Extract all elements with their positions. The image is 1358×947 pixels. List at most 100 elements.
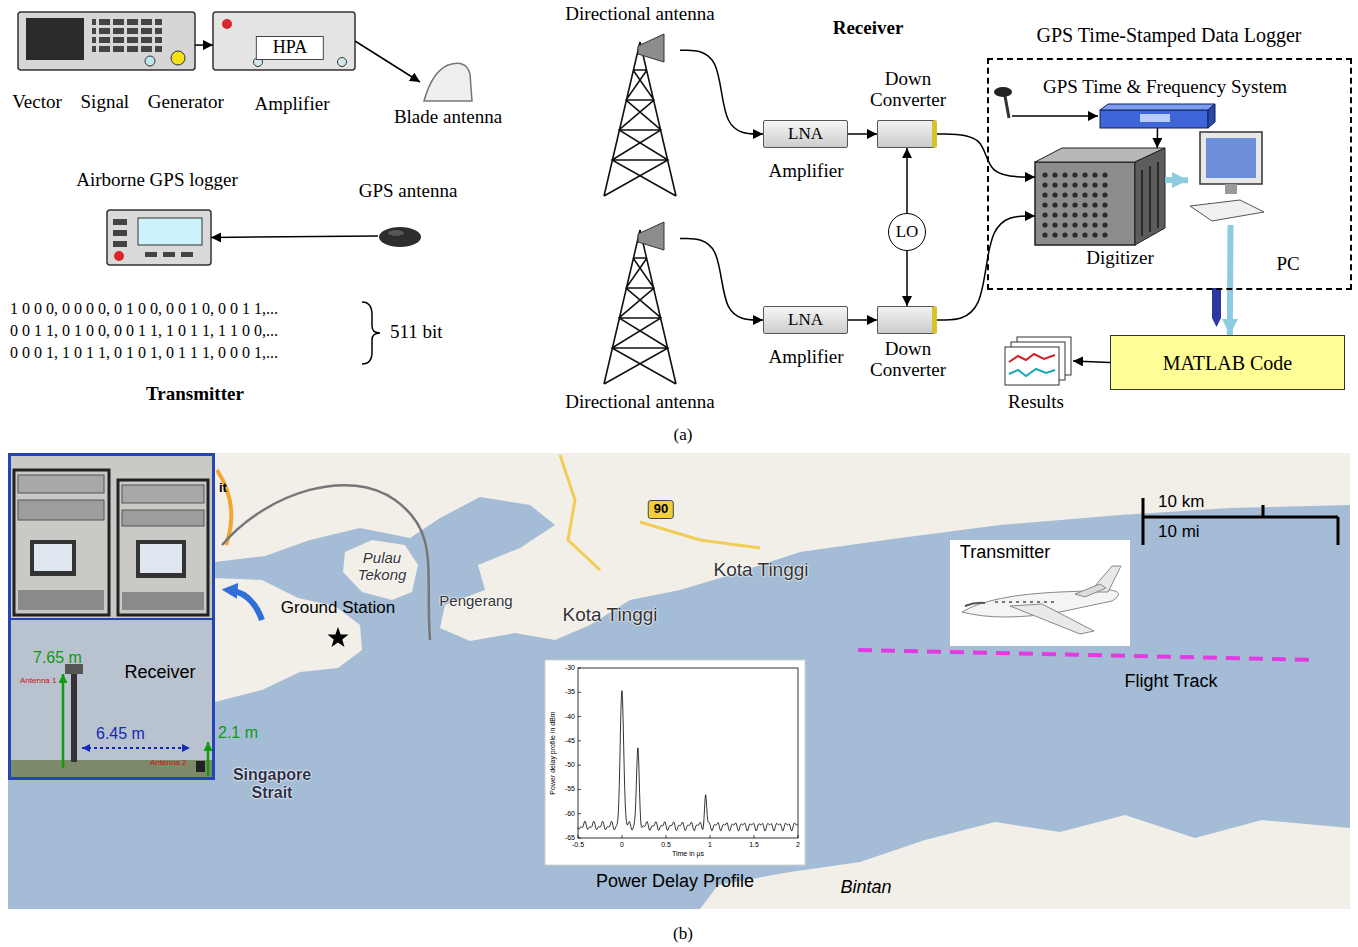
node-label: Amplifier (769, 161, 844, 182)
place-name: Bintan (840, 877, 891, 898)
receiver-photo (34, 544, 72, 571)
receiver-photo (10, 620, 213, 778)
connector (1073, 361, 1110, 363)
road-shield: 90 (648, 500, 674, 519)
receiver-photo (62, 674, 65, 768)
panel-title: Receiver (833, 17, 904, 39)
tick-label: -45 (565, 737, 575, 745)
map-sea (8, 453, 1350, 909)
lna-box: LNAAmplifier (763, 306, 848, 334)
receiver-photo (71, 672, 77, 762)
bit-length: 511 bit (390, 321, 443, 343)
results-icon: Results (1003, 337, 1073, 385)
gps-antenna (1012, 115, 1098, 117)
axis-title: Power delay profile in dBm (549, 711, 557, 794)
place-name: Kota Tinggi (562, 604, 657, 626)
gps-antenna (388, 230, 404, 236)
place-name: Singapore Strait (222, 766, 322, 803)
node-label: Airborne GPS logger (76, 170, 237, 191)
receiver-photo (118, 480, 208, 615)
tick-mark (578, 765, 581, 766)
receiver-photo (122, 510, 204, 526)
receiver-photo (207, 742, 210, 776)
power-amplifier (338, 58, 347, 67)
aircraft-picture (1075, 584, 1106, 597)
delay-profile-plot (545, 660, 805, 865)
gps-antenna (994, 87, 1098, 118)
tick-mark (578, 740, 581, 741)
aircraft-picture (1010, 604, 1094, 634)
tick-label: 0.5 (661, 841, 671, 849)
antenna-tower (604, 42, 676, 196)
tick-label: 1 (708, 841, 712, 849)
digitizer-chassis (1135, 148, 1165, 245)
connector (906, 148, 908, 213)
power-amplifier (254, 58, 263, 67)
connector (848, 319, 877, 321)
bit-sequence: 0 0 0 1, 1 0 1 1, 0 1 0 1, 0 1 1 1, 0 0 … (10, 344, 278, 362)
node-label: Amplifier (255, 94, 330, 115)
tick-label: -30 (565, 664, 575, 672)
plot-curve (578, 691, 798, 831)
antenna-tag: Antenna 2 (150, 758, 186, 767)
pc-computer (1206, 138, 1256, 178)
tick-label: -0.5 (572, 841, 584, 849)
map-land (215, 453, 1350, 641)
connector (848, 133, 877, 135)
pc-computer (1190, 132, 1264, 221)
aircraft-picture (995, 601, 1055, 603)
flight-track (858, 650, 1318, 660)
connector (906, 251, 908, 306)
node-label: GPS antenna (359, 181, 458, 202)
tick-mark (622, 835, 623, 838)
panel-title: Transmitter (146, 383, 244, 405)
oscillator-circle: LO (888, 213, 926, 251)
gps-antenna (379, 227, 421, 247)
pc-computer (1225, 184, 1237, 194)
aircraft-picture (950, 540, 1130, 646)
scale-bar (1143, 498, 1338, 545)
node-label: Down Converter (856, 69, 961, 111)
ground-station-star (328, 627, 349, 647)
blade-antenna (424, 63, 472, 101)
node-label: GPS Time & Frequency System (1043, 77, 1287, 98)
directional-antenna: Directional antenna (600, 222, 680, 387)
track-label: Flight Track (1124, 671, 1217, 692)
gps-receiver-box (1100, 104, 1215, 128)
station-label: Ground Station (281, 598, 395, 618)
dimension: 7.65 m (33, 649, 82, 667)
digitizer-chassis (1042, 170, 1112, 238)
tick-mark (710, 835, 711, 838)
node-label: Directional antenna (565, 392, 714, 413)
receiver-photo (10, 760, 213, 778)
map-land (215, 453, 1350, 909)
blade-antenna (424, 63, 472, 101)
receiver-photo (196, 761, 205, 772)
flight-track (858, 650, 1318, 660)
tick-mark (666, 835, 667, 838)
tick-mark (578, 789, 581, 790)
gps-logger (181, 252, 193, 257)
tick-label: -35 (565, 688, 575, 696)
place-name: Kota Tinggi (713, 559, 808, 581)
dimension: 2.1 m (218, 724, 258, 742)
connector (680, 239, 763, 321)
pc-computer: PC (1188, 130, 1273, 225)
panel-label: (a) (674, 425, 693, 445)
receiver-photo (140, 544, 182, 573)
gps-receiver-box (1208, 104, 1215, 128)
connector (680, 50, 763, 134)
receiver-photo (65, 664, 83, 674)
scale-bar (1143, 498, 1338, 545)
gps-logger (113, 241, 127, 247)
signal-generator (92, 18, 162, 54)
aircraft-picture (950, 540, 1130, 646)
tick-label: 2 (796, 841, 800, 849)
bit-bracket (362, 302, 380, 364)
power-amplifier (213, 12, 355, 70)
antenna-tower (604, 34, 676, 196)
bit-bracket (362, 302, 380, 364)
digitizer: Digitizer (1035, 148, 1165, 245)
